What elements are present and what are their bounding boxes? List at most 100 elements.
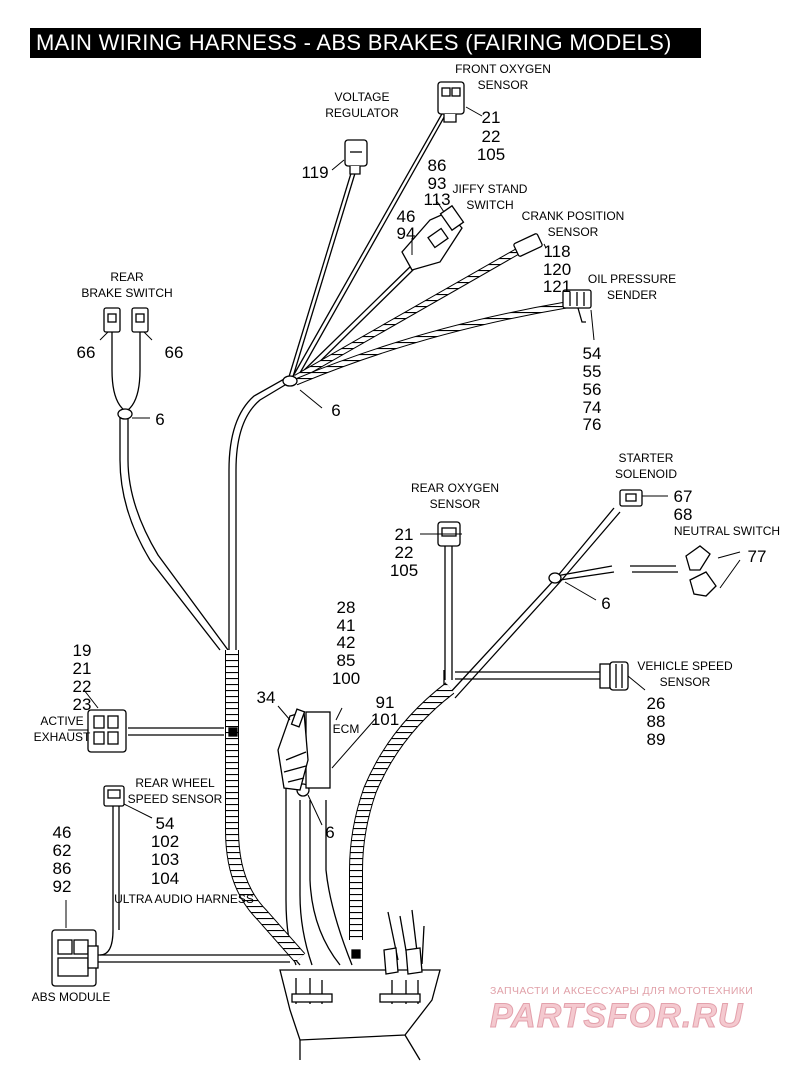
svg-text:104: 104 bbox=[151, 869, 179, 888]
svg-text:100: 100 bbox=[332, 669, 360, 688]
callout-labels: FRONT OXYGEN SENSOR VOLTAGE REGULATOR JI… bbox=[32, 62, 780, 1004]
jiffy-stand-label: JIFFY STAND bbox=[453, 182, 528, 196]
starter-solenoid-connector bbox=[619, 489, 643, 507]
front-oxygen-label-2: SENSOR bbox=[478, 78, 529, 92]
svg-text:118: 118 bbox=[543, 242, 570, 261]
voltage-regulator-connector bbox=[344, 139, 368, 175]
voltage-regulator-wire bbox=[287, 169, 353, 381]
svg-text:86: 86 bbox=[428, 156, 447, 175]
oil-pressure-sender bbox=[562, 289, 592, 323]
svg-text:94: 94 bbox=[397, 224, 416, 243]
svg-text:6: 6 bbox=[155, 410, 164, 429]
active-exhaust-label: ACTIVE bbox=[40, 714, 83, 728]
svg-text:92: 92 bbox=[53, 877, 72, 896]
watermark-tagline: ЗАПЧАСТИ И АКСЕССУАРЫ ДЛЯ МОТОТЕХНИКИ bbox=[490, 985, 753, 997]
svg-text:28: 28 bbox=[337, 598, 356, 617]
neutral-switch-wire bbox=[555, 565, 676, 577]
svg-text:21: 21 bbox=[73, 659, 92, 678]
svg-text:88: 88 bbox=[647, 712, 666, 731]
svg-text:26: 26 bbox=[647, 694, 666, 713]
svg-text:119: 119 bbox=[301, 163, 328, 182]
neutral-switch-connectors bbox=[685, 545, 717, 597]
svg-text:91: 91 bbox=[376, 693, 395, 712]
vehicle-speed-label: VEHICLE SPEED bbox=[637, 659, 733, 673]
svg-text:66: 66 bbox=[165, 343, 184, 362]
active-exhaust-connector bbox=[87, 709, 127, 753]
svg-text:54: 54 bbox=[583, 344, 602, 363]
svg-text:56: 56 bbox=[583, 380, 602, 399]
rear-brake-switch-label-2: BRAKE SWITCH bbox=[81, 286, 172, 300]
right-harness-wire bbox=[447, 507, 615, 696]
svg-text:67: 67 bbox=[674, 487, 693, 506]
components bbox=[51, 81, 717, 1061]
leader-lines bbox=[65, 106, 741, 928]
crank-position-connector bbox=[513, 233, 543, 257]
ecm-label: ECM bbox=[333, 722, 360, 736]
conduits bbox=[225, 246, 567, 963]
crank-position-label-2: SENSOR bbox=[548, 225, 599, 239]
watermark: ЗАПЧАСТИ И АКСЕССУАРЫ ДЛЯ МОТОТЕХНИКИ PA… bbox=[490, 985, 753, 1036]
svg-text:46: 46 bbox=[53, 823, 72, 842]
wires bbox=[98, 111, 678, 966]
voltage-regulator-label-2: REGULATOR bbox=[325, 106, 399, 120]
jiffy-stand-wire bbox=[293, 264, 413, 381]
oil-conduit bbox=[294, 301, 567, 386]
svg-text:21: 21 bbox=[395, 525, 414, 544]
svg-text:41: 41 bbox=[337, 616, 356, 635]
svg-text:76: 76 bbox=[583, 415, 602, 434]
ultra-audio-label: ULTRA AUDIO HARNESS bbox=[114, 892, 254, 906]
svg-text:62: 62 bbox=[53, 841, 72, 860]
svg-text:22: 22 bbox=[73, 677, 92, 696]
svg-text:93: 93 bbox=[428, 174, 447, 193]
rear-wheel-speed-label: REAR WHEEL bbox=[135, 776, 215, 790]
rear-oxygen-label-2: SENSOR bbox=[430, 497, 481, 511]
rear-wheel-speed-connector bbox=[103, 785, 125, 807]
svg-text:105: 105 bbox=[390, 561, 418, 580]
svg-text:74: 74 bbox=[583, 398, 602, 417]
svg-text:120: 120 bbox=[543, 260, 571, 279]
svg-text:23: 23 bbox=[73, 695, 92, 714]
svg-text:103: 103 bbox=[151, 850, 179, 869]
svg-text:54: 54 bbox=[156, 814, 175, 833]
svg-text:55: 55 bbox=[583, 362, 602, 381]
active-exhaust-label-2: EXHAUST bbox=[34, 730, 91, 744]
svg-text:19: 19 bbox=[73, 641, 92, 660]
starter-solenoid-label-2: SOLENOID bbox=[615, 467, 677, 481]
svg-text:6: 6 bbox=[601, 594, 610, 613]
neutral-switch-label: NEUTRAL SWITCH bbox=[674, 524, 780, 538]
rear-brake-switch-wire bbox=[111, 330, 125, 411]
svg-text:85: 85 bbox=[337, 651, 356, 670]
svg-text:105: 105 bbox=[477, 145, 505, 164]
oil-pressure-label-2: SENDER bbox=[607, 288, 657, 302]
svg-text:121: 121 bbox=[543, 277, 571, 296]
starter-solenoid-label: STARTER bbox=[619, 451, 674, 465]
jiffy-stand-switch bbox=[401, 204, 465, 271]
svg-text:22: 22 bbox=[482, 127, 501, 146]
svg-text:113: 113 bbox=[423, 190, 450, 209]
diagram-title: MAIN WIRING HARNESS - ABS BRAKES (FAIRIN… bbox=[30, 28, 701, 58]
svg-text:34: 34 bbox=[257, 688, 276, 707]
svg-text:22: 22 bbox=[395, 543, 414, 562]
front-oxygen-label: FRONT OXYGEN bbox=[455, 62, 551, 76]
svg-text:68: 68 bbox=[674, 505, 693, 524]
rear-brake-switch-label: REAR bbox=[110, 270, 144, 284]
rear-wheel-speed-wire bbox=[99, 800, 114, 956]
abs-module bbox=[51, 929, 99, 987]
svg-text:66: 66 bbox=[77, 343, 96, 362]
abs-module-label: ABS MODULE bbox=[32, 990, 111, 1004]
front-oxygen-wire bbox=[291, 111, 444, 379]
voltage-regulator-label: VOLTAGE bbox=[335, 90, 390, 104]
front-oxygen-connector bbox=[437, 81, 465, 123]
crank-position-label: CRANK POSITION bbox=[522, 209, 625, 223]
watermark-brand: PARTSFOR.RU bbox=[490, 997, 744, 1035]
bottom-mount bbox=[279, 909, 441, 1061]
svg-text:6: 6 bbox=[331, 401, 340, 420]
rear-wheel-speed-label-2: SPEED SENSOR bbox=[128, 792, 223, 806]
svg-text:46: 46 bbox=[397, 207, 416, 226]
svg-text:89: 89 bbox=[647, 730, 666, 749]
jiffy-stand-label-2: SWITCH bbox=[466, 198, 513, 212]
svg-text:86: 86 bbox=[53, 859, 72, 878]
cable-clips bbox=[117, 375, 562, 959]
ecm-module bbox=[277, 708, 331, 791]
main-trunk-wire bbox=[235, 381, 291, 730]
